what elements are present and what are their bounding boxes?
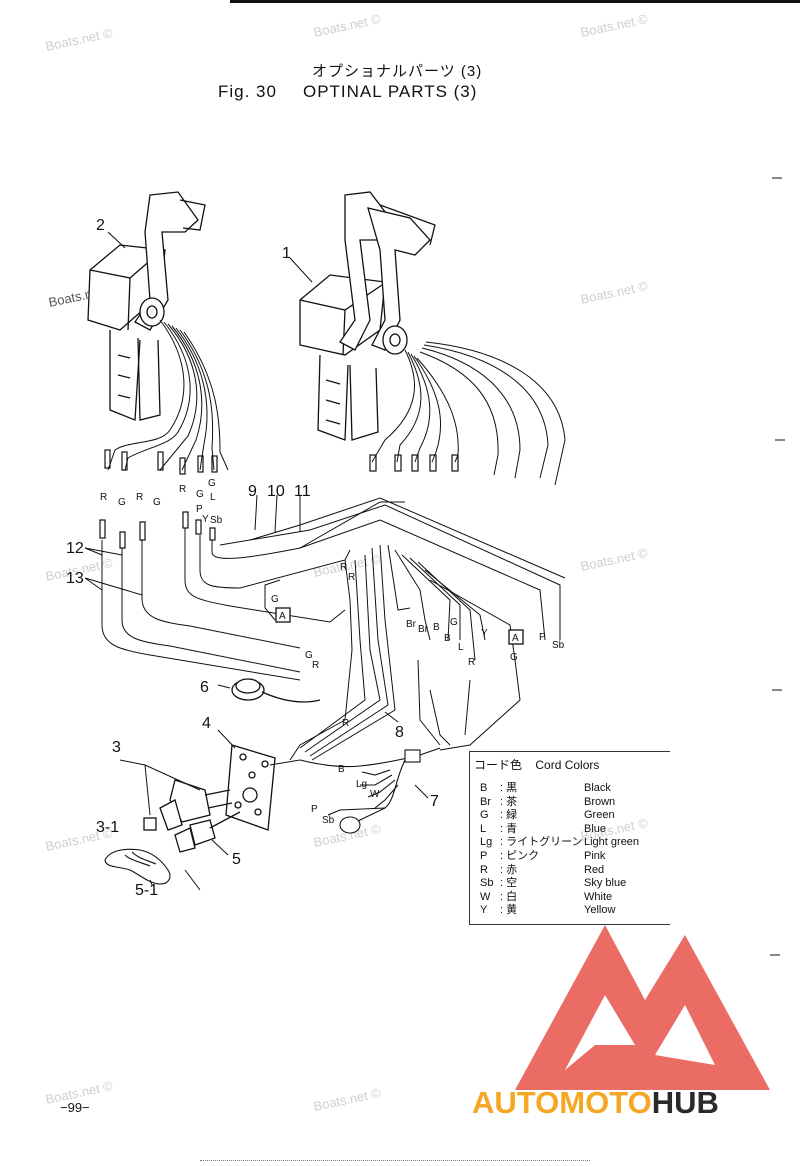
wire-label: R [342,718,349,729]
callout-13: 13 [66,570,84,587]
lanyard-5-1 [104,848,171,885]
legend-title: Cord Colors [535,758,600,772]
connectors-row [99,449,459,549]
bottom-dotted-line [200,1160,590,1163]
wire-label: G [510,652,518,663]
legend-header: コード色 Cord Colors [474,756,609,773]
wire-label: A [279,611,286,622]
harness-7 [299,747,441,834]
wire-label: A [512,633,519,644]
wire-label: Sb [210,515,223,526]
automotohub-logo-icon [515,925,770,1090]
callout-3: 3 [112,739,121,756]
wire-label: B [338,764,345,775]
wire-label: G [196,489,204,500]
stop-switch-5 [174,811,241,853]
title-japanese: オプショナルパーツ (3) [312,63,483,80]
callout-5-1: 5-1 [135,882,158,899]
callout-3-1: 3-1 [96,819,119,836]
logo-moto: MOTO [559,1085,652,1120]
wire-label: Br [418,624,429,635]
main-switch-3 [143,779,233,831]
wire-label: G [305,650,313,661]
panel-4 [225,744,276,831]
wire-label: R [100,492,107,503]
automotohub-wordmark: AUTOMOTOHUB [472,1085,719,1121]
wire-label: R [340,562,347,573]
wire-label: Y [202,514,209,525]
callout-5: 5 [232,851,241,868]
wire-label: L [210,492,216,503]
buzzer-6 [231,678,321,703]
remote-control-box-1 [299,191,436,441]
page-number: −99− [60,1100,90,1115]
callout-11: 11 [294,483,311,500]
wire-label: B [433,622,440,633]
wire-label: G [450,617,458,628]
wire-label: R [348,572,355,583]
wire-label: R [136,492,143,503]
wire-label: R [312,660,319,671]
wire-label: Lg [356,779,367,790]
wire-label: G [271,594,279,605]
remote-control-box-2 [87,191,206,421]
logo-auto: AUTO [472,1085,560,1120]
top-rule [230,0,800,3]
callout-4: 4 [202,715,211,732]
figure-title: Fig. 30 OPTINAL PARTS (3) [218,82,503,102]
ref-box-a-right [508,629,524,645]
callout-9: 9 [248,483,257,500]
wire-label: G [153,497,161,508]
wire-label: P [539,632,546,643]
figure-number: Fig. 30 [218,82,277,101]
ref-box-a-left [275,607,291,623]
main-harness [101,497,566,761]
wire-label: R [468,657,475,668]
box1-harness [371,341,566,486]
callout-8: 8 [395,724,404,741]
wire-label: G [118,497,126,508]
callout-2: 2 [96,217,105,234]
callout-12: 12 [66,540,84,557]
wire-label: Br [406,619,417,630]
wire-label: Sb [552,640,565,651]
wire-label: P [311,804,318,815]
wire-label: G [208,478,216,489]
wire-label: L [458,642,464,653]
wire-label: P [196,504,203,515]
legend-title-japanese: コード色 [474,758,523,772]
wire-label: Y [481,628,488,639]
logo-hub: HUB [651,1085,719,1120]
wire-label: W [370,789,380,800]
wire-label: R [179,484,186,495]
callout-6: 6 [200,679,209,696]
box2-harness [107,319,229,471]
wire-label: B [444,633,451,644]
wire-label: Sb [322,815,335,826]
edge-marks [770,177,785,956]
callout-1: 1 [282,245,291,262]
callout-10: 10 [267,483,285,500]
callout-7: 7 [430,793,439,810]
figure-title-text: OPTINAL PARTS (3) [302,82,478,101]
